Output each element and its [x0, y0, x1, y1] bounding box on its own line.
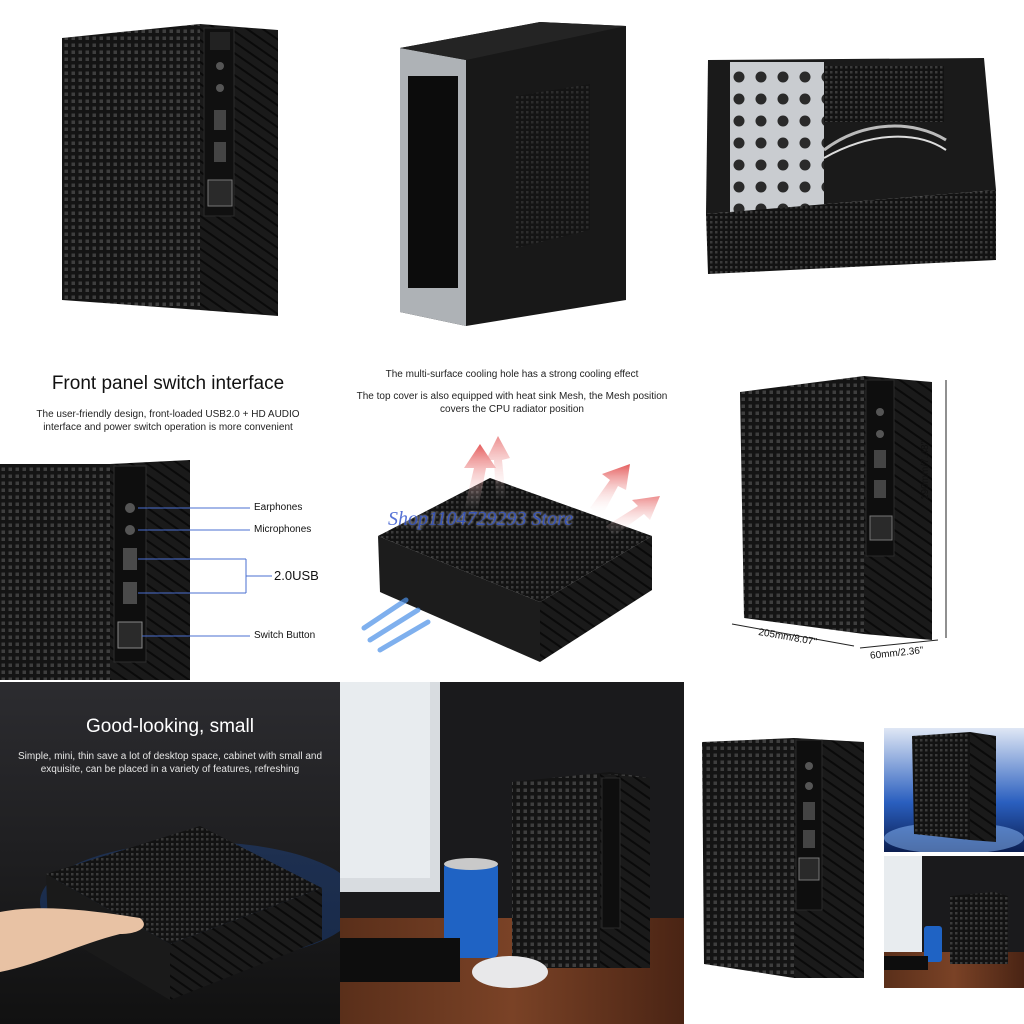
case-front-photo	[0, 0, 340, 340]
cooling-line-2: The top cover is also equipped with heat…	[356, 391, 668, 415]
callout-switch: Switch Button	[254, 630, 316, 641]
case-plain-photo	[684, 682, 880, 1024]
cooling-illustration	[361, 436, 660, 662]
good-looking-description: Simple, mini, thin save a lot of desktop…	[17, 751, 323, 775]
case-open-side-photo	[340, 0, 684, 340]
good-looking-title: Good-looking, small	[86, 716, 254, 737]
cooling-line-1: The multi-surface cooling hole has a str…	[385, 369, 639, 380]
callout-microphones: Microphones	[254, 524, 312, 535]
front-panel-title: Front panel switch interface	[51, 373, 285, 394]
dimension-height: 190mm/7.48"	[920, 440, 931, 500]
store-watermark: Shop1104729293 Store	[388, 508, 573, 530]
case-interior-photo	[684, 0, 1024, 340]
dimensions-section: 190mm/7.48" 205mm/8.07" 60mm/2.36"	[684, 340, 1024, 680]
front-panel-illustration	[0, 460, 272, 680]
good-looking-section: Good-looking, small Simple, mini, thin s…	[0, 682, 340, 1024]
case-desk-small-photo	[884, 856, 1024, 988]
front-panel-section: Front panel switch interface The user-fr…	[0, 340, 340, 680]
desk-scene-photo	[340, 682, 684, 1024]
cooling-section: The multi-surface cooling hole has a str…	[340, 340, 684, 680]
dimensions-illustration	[731, 376, 947, 649]
front-panel-description: The user-friendly design, front-loaded U…	[36, 409, 300, 433]
case-blue-glow-photo	[884, 728, 1024, 852]
callout-earphones: Earphones	[254, 502, 303, 513]
callout-usb: 2.0USB	[274, 568, 319, 583]
